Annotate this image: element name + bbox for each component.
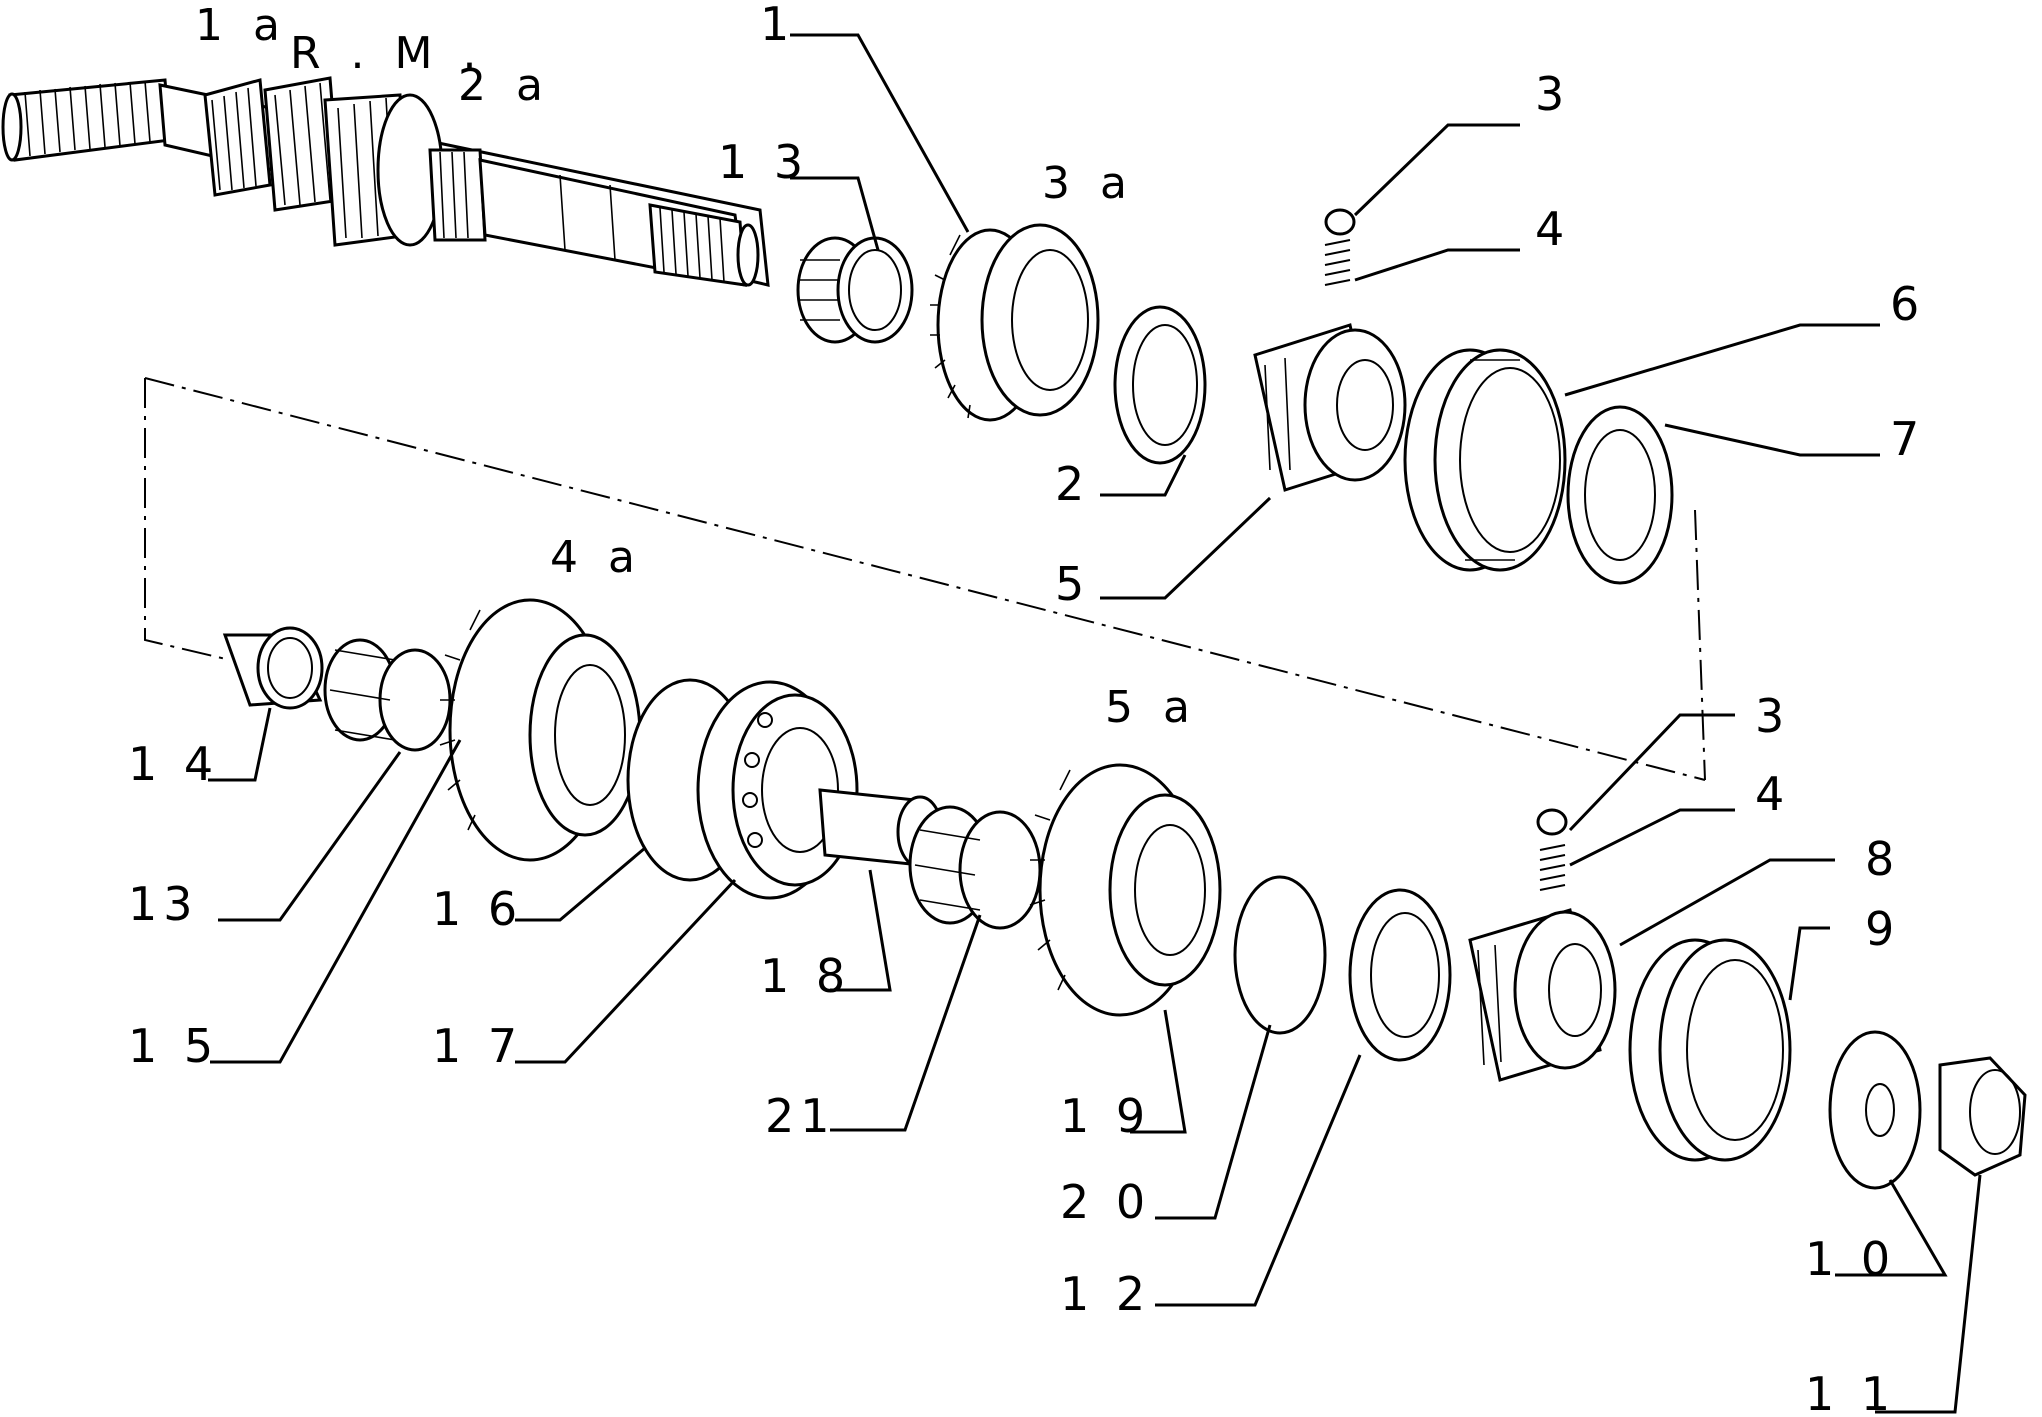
callout-9: 9 xyxy=(1865,902,1900,956)
callout-14: 1 4 xyxy=(128,737,219,791)
callout-1: 1 xyxy=(760,0,795,51)
gear-label-second: 2 a xyxy=(458,60,551,111)
needle-bearing-13-bottom xyxy=(323,638,452,752)
nut-11 xyxy=(1938,1056,2027,1177)
callout-15: 1 5 xyxy=(128,1019,219,1073)
callout-11: 1 1 xyxy=(1805,1367,1896,1417)
callout-7: 7 xyxy=(1890,412,1925,466)
sliding-sleeve-6 xyxy=(1403,348,1567,572)
main-shaft xyxy=(1,76,770,287)
callout-4-top: 4 xyxy=(1535,202,1570,256)
bushing-14 xyxy=(222,626,324,710)
callout-8: 8 xyxy=(1865,832,1900,886)
fourth-gear-15 xyxy=(439,598,642,862)
callout-4-bottom: 4 xyxy=(1755,767,1790,821)
callout-5: 5 xyxy=(1055,557,1090,611)
needle-bearing-21 xyxy=(908,805,1042,930)
callout-12: 1 2 xyxy=(1060,1267,1151,1321)
gear-label-third: 3 a xyxy=(1042,158,1135,209)
callout-10: 1 0 xyxy=(1805,1232,1896,1286)
leader-lines xyxy=(208,33,1982,1414)
gear-label-reverse: R . M . xyxy=(290,28,484,79)
synchro-hub-5 xyxy=(1253,323,1407,492)
gear-label-fourth: 4 a xyxy=(550,532,643,583)
callout-18: 1 8 xyxy=(760,949,851,1003)
synchro-hub-8 xyxy=(1468,908,1617,1082)
detent-ball-3-top xyxy=(1324,208,1356,236)
needle-bearing-13-top xyxy=(796,236,914,344)
callout-13-top: 1 3 xyxy=(718,135,809,189)
sliding-sleeve-9 xyxy=(1628,938,1792,1162)
detent-ball-3-bottom xyxy=(1536,808,1568,836)
spring-4-bottom xyxy=(1539,844,1566,891)
assembly-axis-lines xyxy=(144,377,1706,781)
gear-label-first: 1 a xyxy=(195,0,288,51)
callout-3-top: 3 xyxy=(1535,67,1570,121)
callout-13-bottom: 13 xyxy=(128,877,199,931)
spring-4-top xyxy=(1324,239,1351,286)
gear-label-fifth: 5 a xyxy=(1105,682,1198,733)
callout-6: 6 xyxy=(1890,277,1925,331)
callout-2: 2 xyxy=(1055,457,1090,511)
callout-21: 21 xyxy=(765,1089,836,1143)
synchro-ring-7 xyxy=(1566,405,1674,585)
callout-17: 1 7 xyxy=(432,1019,523,1073)
callout-3-bottom: 3 xyxy=(1755,689,1790,743)
callout-19: 1 9 xyxy=(1060,1089,1151,1143)
fifth-gear-19 xyxy=(1029,763,1222,1017)
callout-16: 1 6 xyxy=(432,882,523,936)
synchro-ring-2 xyxy=(1113,305,1207,465)
callout-20: 2 0 xyxy=(1060,1175,1151,1229)
retaining-ring-20 xyxy=(1233,875,1327,1035)
third-gear xyxy=(930,223,1100,422)
lock-washer-10 xyxy=(1828,1030,1922,1190)
synchro-ring-12 xyxy=(1348,888,1452,1062)
